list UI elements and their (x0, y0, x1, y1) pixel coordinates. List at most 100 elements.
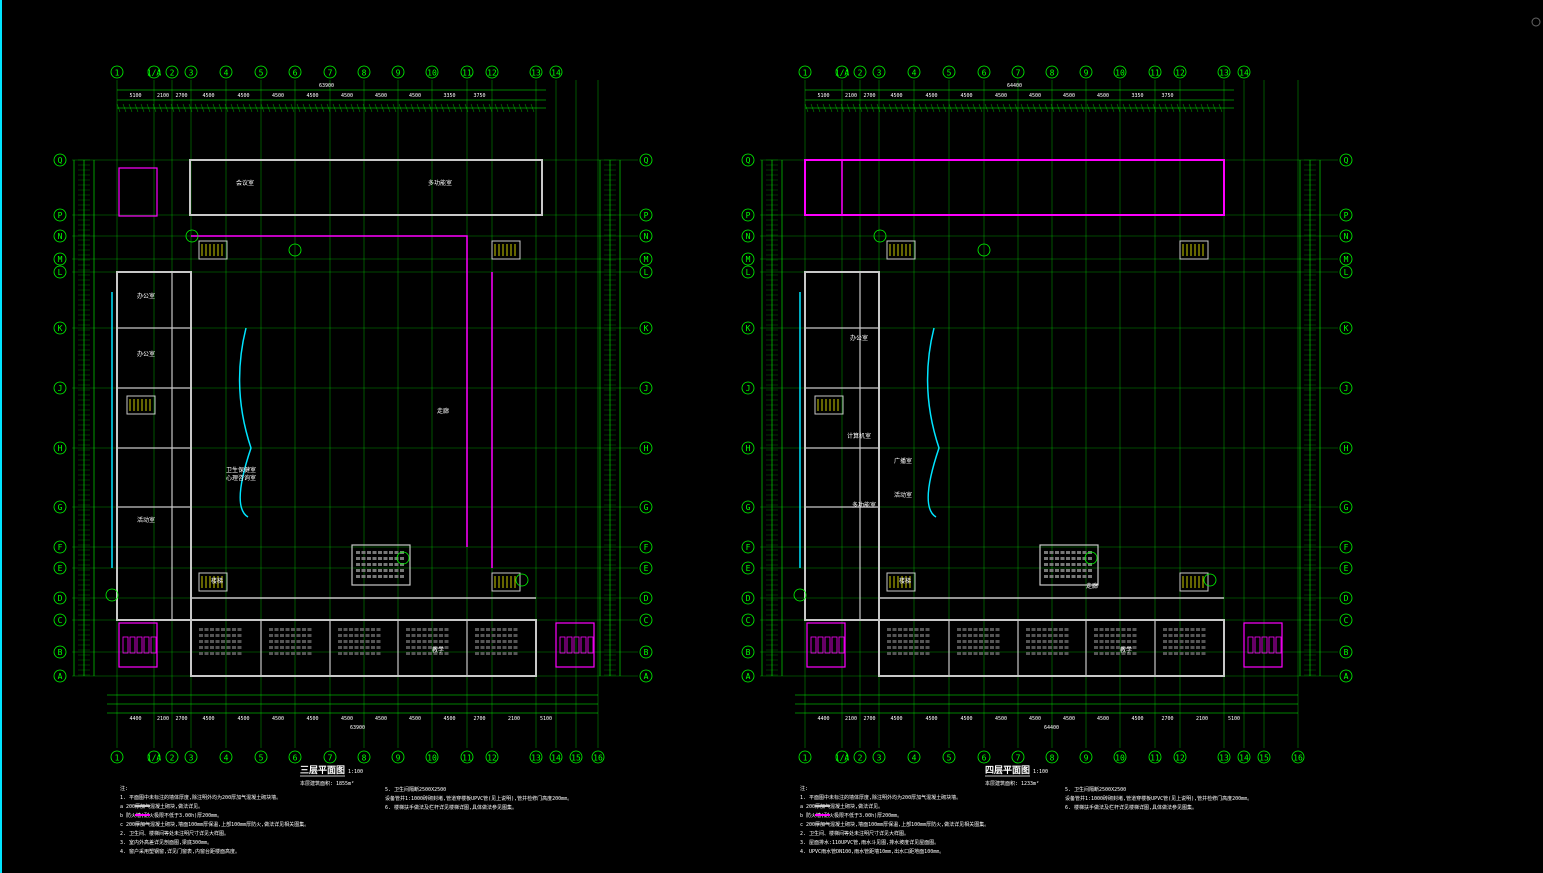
classroom-seat (1163, 628, 1167, 631)
classroom-seat (204, 646, 209, 649)
classroom-seat (887, 628, 891, 631)
dimension-tick (1116, 103, 1121, 113)
toilet-stall (1261, 636, 1268, 654)
classroom-seat (491, 652, 496, 655)
dimension-tick (822, 103, 827, 113)
classroom-seat (475, 652, 479, 655)
classroom-seat (307, 640, 312, 643)
classroom-seat (360, 646, 364, 649)
classroom-seat (285, 640, 290, 643)
dimension-text: 4500 (995, 93, 1007, 99)
hall-seat (356, 563, 360, 566)
detail-callout-icon (185, 229, 199, 243)
toilet-block (118, 167, 158, 217)
room-label: 办公室 (137, 292, 155, 300)
classroom-seat (210, 646, 214, 649)
axis-bubble-left (53, 252, 67, 266)
classroom-seat (995, 646, 1000, 649)
classroom-seat (291, 652, 295, 655)
axis-bubble-right (639, 540, 653, 554)
axis-bubble-bottom (254, 750, 268, 764)
general-note: 2. 卫生间、楼梯间等处未注明尺寸详见大样图。 (800, 830, 909, 837)
axis-label-bottom: 5 (259, 754, 264, 763)
fourth-floor-plan[interactable]: 111/A1/A22334455667788991010111112121313… (741, 65, 1353, 855)
axis-bubble-right (639, 229, 653, 243)
classroom-seat (1042, 646, 1047, 649)
hall-seat (383, 557, 388, 560)
axis-bubble-left (53, 441, 67, 455)
classroom-seat (491, 634, 496, 637)
axis-bubble-left (741, 613, 755, 627)
classroom-seat (979, 640, 983, 643)
classroom-seat (898, 652, 902, 655)
axis-label-right: A (644, 672, 649, 681)
dimension-tick (1068, 103, 1073, 113)
classroom-seat (1026, 634, 1030, 637)
dimension-text: 4500 (960, 93, 972, 99)
axis-label-right: C (1344, 616, 1349, 625)
classroom-seat (371, 628, 375, 631)
axis-bubble-left (53, 500, 67, 514)
dimension-text: 2100 (845, 93, 857, 99)
classroom-seat (973, 652, 978, 655)
classroom-seat (376, 646, 381, 649)
axis-bubble-left (741, 540, 755, 554)
dimension-tick (164, 103, 169, 113)
dimension-text: 4400 (817, 716, 829, 722)
hall-seat (400, 575, 404, 578)
room-label: 活动室 (137, 516, 155, 524)
axis-label-bottom: 14 (551, 754, 561, 763)
classroom-seat (475, 640, 479, 643)
axis-bubble-top (549, 65, 563, 79)
classroom-seat (914, 640, 919, 643)
axis-label-bottom: 1/A (147, 754, 162, 763)
classroom-seat (232, 646, 236, 649)
classroom-seat (360, 652, 364, 655)
axis-bubble-right (1339, 540, 1353, 554)
room-label: 楼梯 (899, 577, 911, 585)
axis-bubble-left (53, 153, 67, 167)
hall-seat (1055, 569, 1059, 572)
classroom-seat (376, 628, 381, 631)
dimension-tick (894, 103, 899, 113)
classroom-seat (354, 640, 359, 643)
axis-label-left: L (58, 268, 63, 277)
classroom-seat (199, 628, 203, 631)
room-label: 走廊 (437, 407, 449, 415)
dimension-text: 4500 (341, 716, 353, 722)
dimension-text: 3350 (443, 93, 455, 99)
axis-bubble-top (529, 65, 543, 79)
classroom-seat (914, 646, 919, 649)
classroom-seat (444, 640, 449, 643)
dimension-tick (170, 103, 175, 113)
dimension-tick (242, 103, 247, 113)
hall-seat (1077, 557, 1081, 560)
dimension-tick (410, 103, 415, 113)
dimension-tick (1050, 103, 1055, 113)
classroom-seat (1190, 646, 1195, 649)
classroom-seat (903, 628, 908, 631)
axis-bubble-bottom (147, 750, 161, 764)
stair-outline (1179, 240, 1209, 260)
room-label: 广播室 (894, 457, 912, 465)
axis-label-top: 8 (362, 69, 367, 78)
classroom-seat (1110, 634, 1115, 637)
axis-bubble-right (1339, 645, 1353, 659)
classroom-seat (1201, 628, 1206, 631)
hall-seat (361, 551, 366, 554)
classroom-seat (1031, 628, 1036, 631)
classroom-seat (1185, 646, 1189, 649)
classroom-seat (1127, 628, 1131, 631)
classroom-seat (513, 640, 518, 643)
classroom-seat (1048, 628, 1052, 631)
classroom-seat (343, 640, 348, 643)
dimension-tick (906, 103, 911, 113)
axis-label-left: K (746, 324, 751, 333)
hall-seat (367, 557, 371, 560)
dimension-tick (1140, 103, 1145, 113)
third-floor-plan[interactable]: 111/A1/A22334455667788991010111112121313… (53, 65, 653, 855)
classroom-seat (439, 640, 443, 643)
axis-label-top: 1/A (835, 69, 850, 78)
hall-seat (356, 575, 360, 578)
